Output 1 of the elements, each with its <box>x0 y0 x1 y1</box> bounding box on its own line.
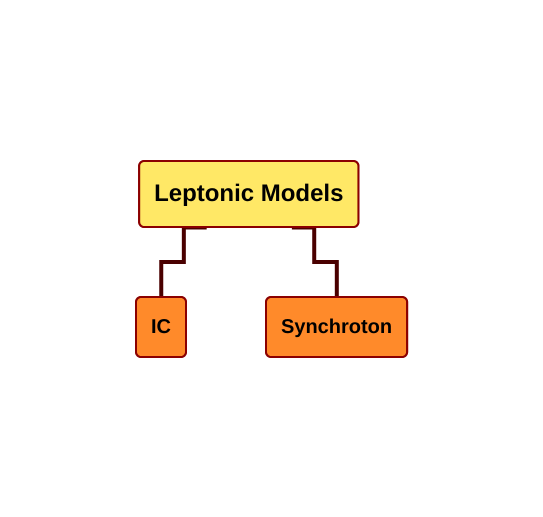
connector <box>159 225 207 299</box>
